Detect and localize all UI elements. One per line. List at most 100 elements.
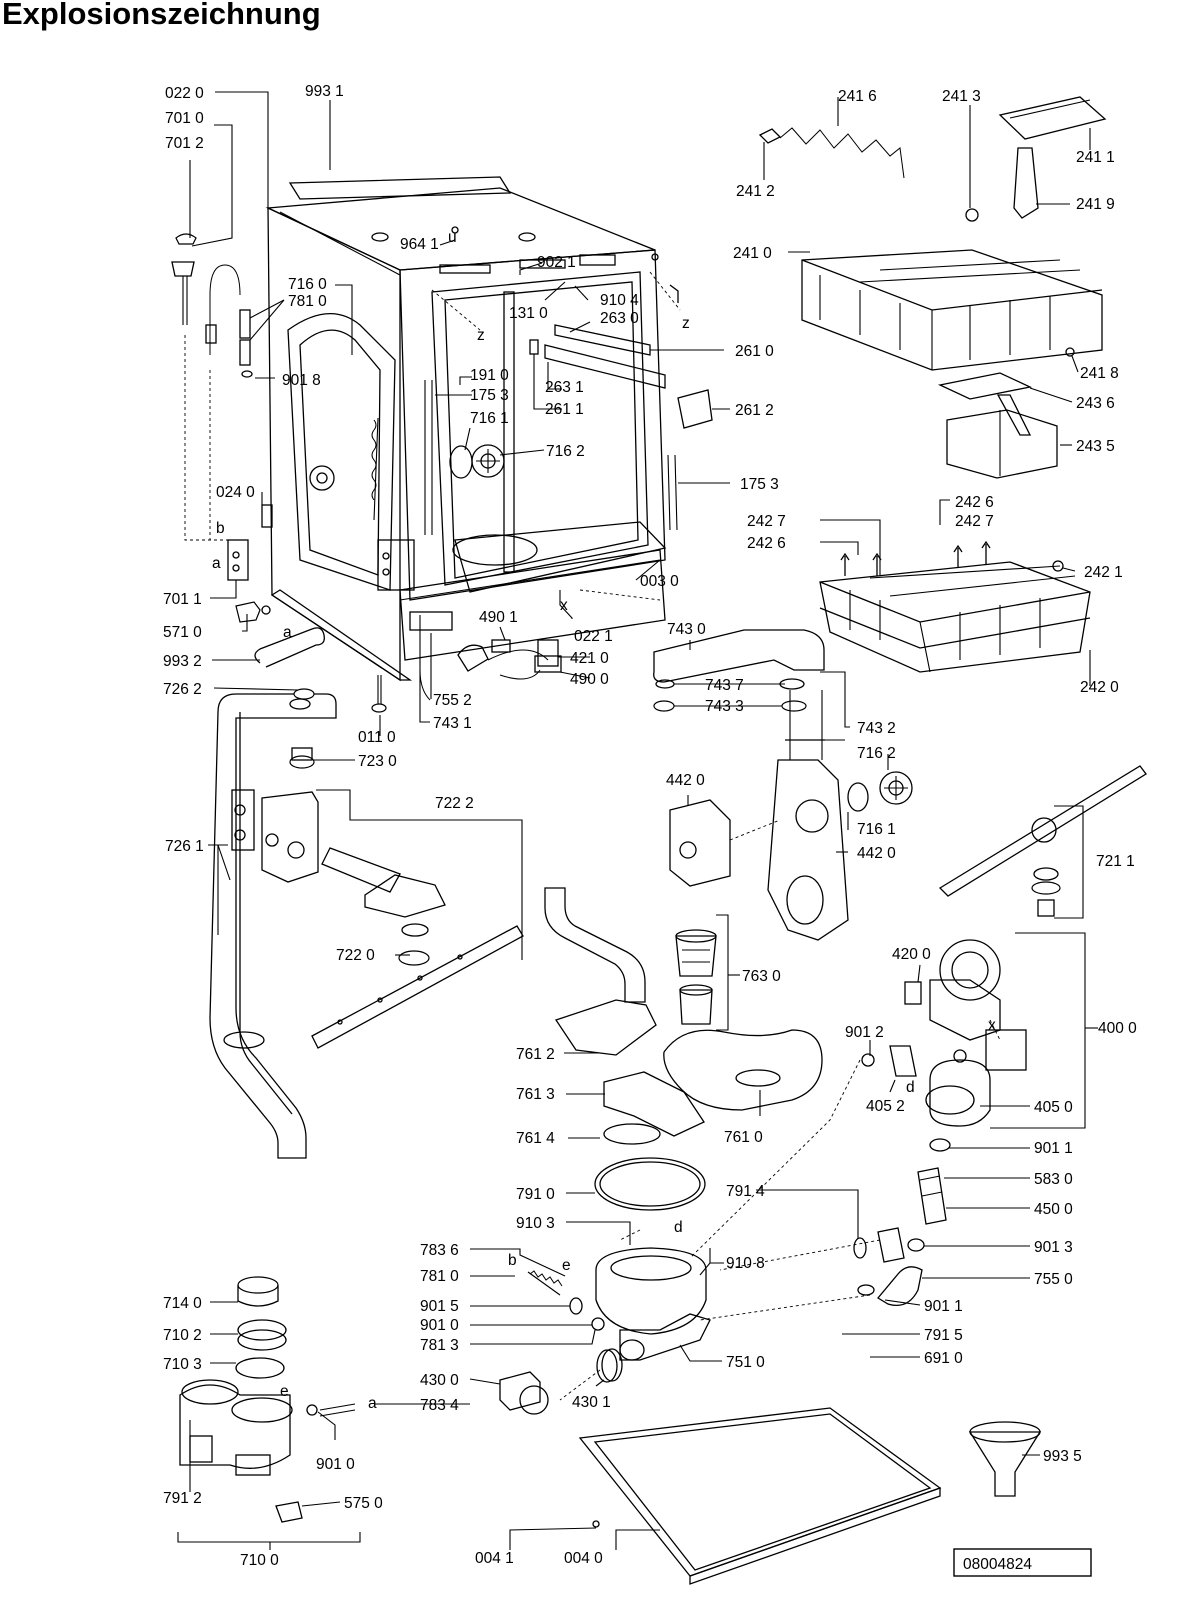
- label-716-0: 716 0: [288, 276, 327, 293]
- label-721-1: 721 1: [1096, 853, 1135, 870]
- letter-d: d: [906, 1079, 915, 1096]
- letter-e: e: [562, 1257, 571, 1274]
- label-701-2: 701 2: [165, 135, 204, 152]
- label-442-0: 442 0: [666, 772, 705, 789]
- label-716-2: 716 2: [857, 745, 896, 762]
- label-710-0: 710 0: [240, 1552, 279, 1569]
- label-004-0: 004 0: [564, 1550, 603, 1567]
- label-242-6: 242 6: [747, 535, 786, 552]
- sump-assembly: [594, 1157, 711, 1382]
- part-labels: 022 0 701 0 701 2 993 1 716 0 781 0 901 …: [163, 83, 1137, 1573]
- label-430-0: 430 0: [420, 1372, 459, 1389]
- label-714-0: 714 0: [163, 1295, 202, 1312]
- label-901-2: 901 2: [845, 1024, 884, 1041]
- label-761-4: 761 4: [516, 1130, 555, 1147]
- label-716-2: 716 2: [546, 443, 585, 460]
- label-910-4: 910 4: [600, 292, 639, 309]
- label-261-2: 261 2: [735, 402, 774, 419]
- label-993-1: 993 1: [305, 83, 344, 100]
- diverter-valve: [669, 799, 781, 887]
- spray-arm-bracket: [261, 791, 524, 1049]
- label-755-2: 755 2: [433, 692, 472, 709]
- label-902-1: 902 1: [537, 254, 576, 271]
- label-993-5: 993 5: [1043, 1448, 1082, 1465]
- label-242-0: 242 0: [1080, 679, 1119, 696]
- label-241-8: 241 8: [1080, 365, 1119, 382]
- label-131-0: 131 0: [509, 305, 548, 322]
- label-901-3: 901 3: [1034, 1239, 1073, 1256]
- label-405-0: 405 0: [1034, 1099, 1073, 1116]
- label-763-0: 763 0: [742, 968, 781, 985]
- label-242-6: 242 6: [955, 494, 994, 511]
- label-791-5: 791 5: [924, 1327, 963, 1344]
- label-583-0: 583 0: [1034, 1171, 1073, 1188]
- label-175-3: 175 3: [740, 476, 779, 493]
- foot-and-hose-parts: [171, 233, 253, 581]
- label-993-2: 993 2: [163, 653, 202, 670]
- label-490-0: 490 0: [570, 671, 609, 688]
- label-726-1: 726 1: [165, 838, 204, 855]
- label-723-0: 723 0: [358, 753, 397, 770]
- heater-and-hoses: [853, 1138, 951, 1307]
- lower-spray-arm: [938, 765, 1147, 917]
- letter-a: a: [212, 555, 221, 572]
- label-722-0: 722 0: [336, 947, 375, 964]
- label-011-0: 011 0: [358, 729, 396, 746]
- label-241-9: 241 9: [1076, 196, 1115, 213]
- label-743-2: 743 2: [857, 720, 896, 737]
- label-241-6: 241 6: [838, 88, 877, 105]
- base-tray: [578, 1407, 942, 1585]
- label-743-1: 743 1: [433, 715, 472, 732]
- label-791-0: 791 0: [516, 1186, 555, 1203]
- label-901-0: 901 0: [420, 1317, 459, 1334]
- label-261-1: 261 1: [545, 401, 584, 418]
- label-242-1: 242 1: [1084, 564, 1123, 581]
- label-024-0: 024 0: [216, 484, 255, 501]
- label-781-0: 781 0: [288, 293, 327, 310]
- label-726-2: 726 2: [163, 681, 202, 698]
- label-901-1: 901 1: [1034, 1140, 1073, 1157]
- top-cover-plate: [288, 176, 512, 200]
- label-400-0: 400 0: [1098, 1020, 1137, 1037]
- lower-basket: [819, 540, 1091, 673]
- label-003-0: 003 0: [640, 573, 679, 590]
- label-241-2: 241 2: [736, 183, 775, 200]
- label-701-1: 701 1: [163, 591, 202, 608]
- float-switch: [499, 1349, 618, 1415]
- label-691-0: 691 0: [924, 1350, 963, 1367]
- label-175-3: 175 3: [470, 387, 509, 404]
- label-442-0: 442 0: [857, 845, 896, 862]
- letter-z: z: [477, 327, 485, 344]
- letter-u: u: [448, 229, 457, 246]
- letter-a: a: [283, 624, 292, 641]
- filter-assembly: [675, 929, 717, 1025]
- label-571-0: 571 0: [163, 624, 202, 641]
- label-004-1: 004 1: [475, 1550, 514, 1567]
- label-405-2: 405 2: [866, 1098, 905, 1115]
- label-781-0: 781 0: [420, 1268, 459, 1285]
- label-710-3: 710 3: [163, 1356, 202, 1373]
- water-duct: [544, 887, 823, 1145]
- label-761-3: 761 3: [516, 1086, 555, 1103]
- label-490-1: 490 1: [479, 609, 518, 626]
- letter-x: x: [560, 597, 568, 614]
- label-241-1: 241 1: [1076, 149, 1115, 166]
- page-title: Explosionszeichnung: [2, 0, 321, 31]
- retainer-rings: [847, 771, 913, 812]
- label-743-0: 743 0: [667, 621, 706, 638]
- label-964-1: 964 1: [400, 236, 439, 253]
- label-420-0: 420 0: [892, 946, 931, 963]
- label-716-1: 716 1: [470, 410, 509, 427]
- label-022-1: 022 1: [574, 628, 613, 645]
- letter-x: x: [988, 1017, 996, 1034]
- label-722-2: 722 2: [435, 795, 474, 812]
- label-751-0: 751 0: [726, 1354, 765, 1371]
- letter-b: b: [508, 1252, 517, 1269]
- drawing-number-box: [953, 1548, 1092, 1577]
- label-783-6: 783 6: [420, 1242, 459, 1259]
- label-450-0: 450 0: [1034, 1201, 1073, 1218]
- label-781-3: 781 3: [420, 1337, 459, 1354]
- letter-z: z: [682, 315, 690, 332]
- drawing-number: 08004824: [963, 1556, 1032, 1573]
